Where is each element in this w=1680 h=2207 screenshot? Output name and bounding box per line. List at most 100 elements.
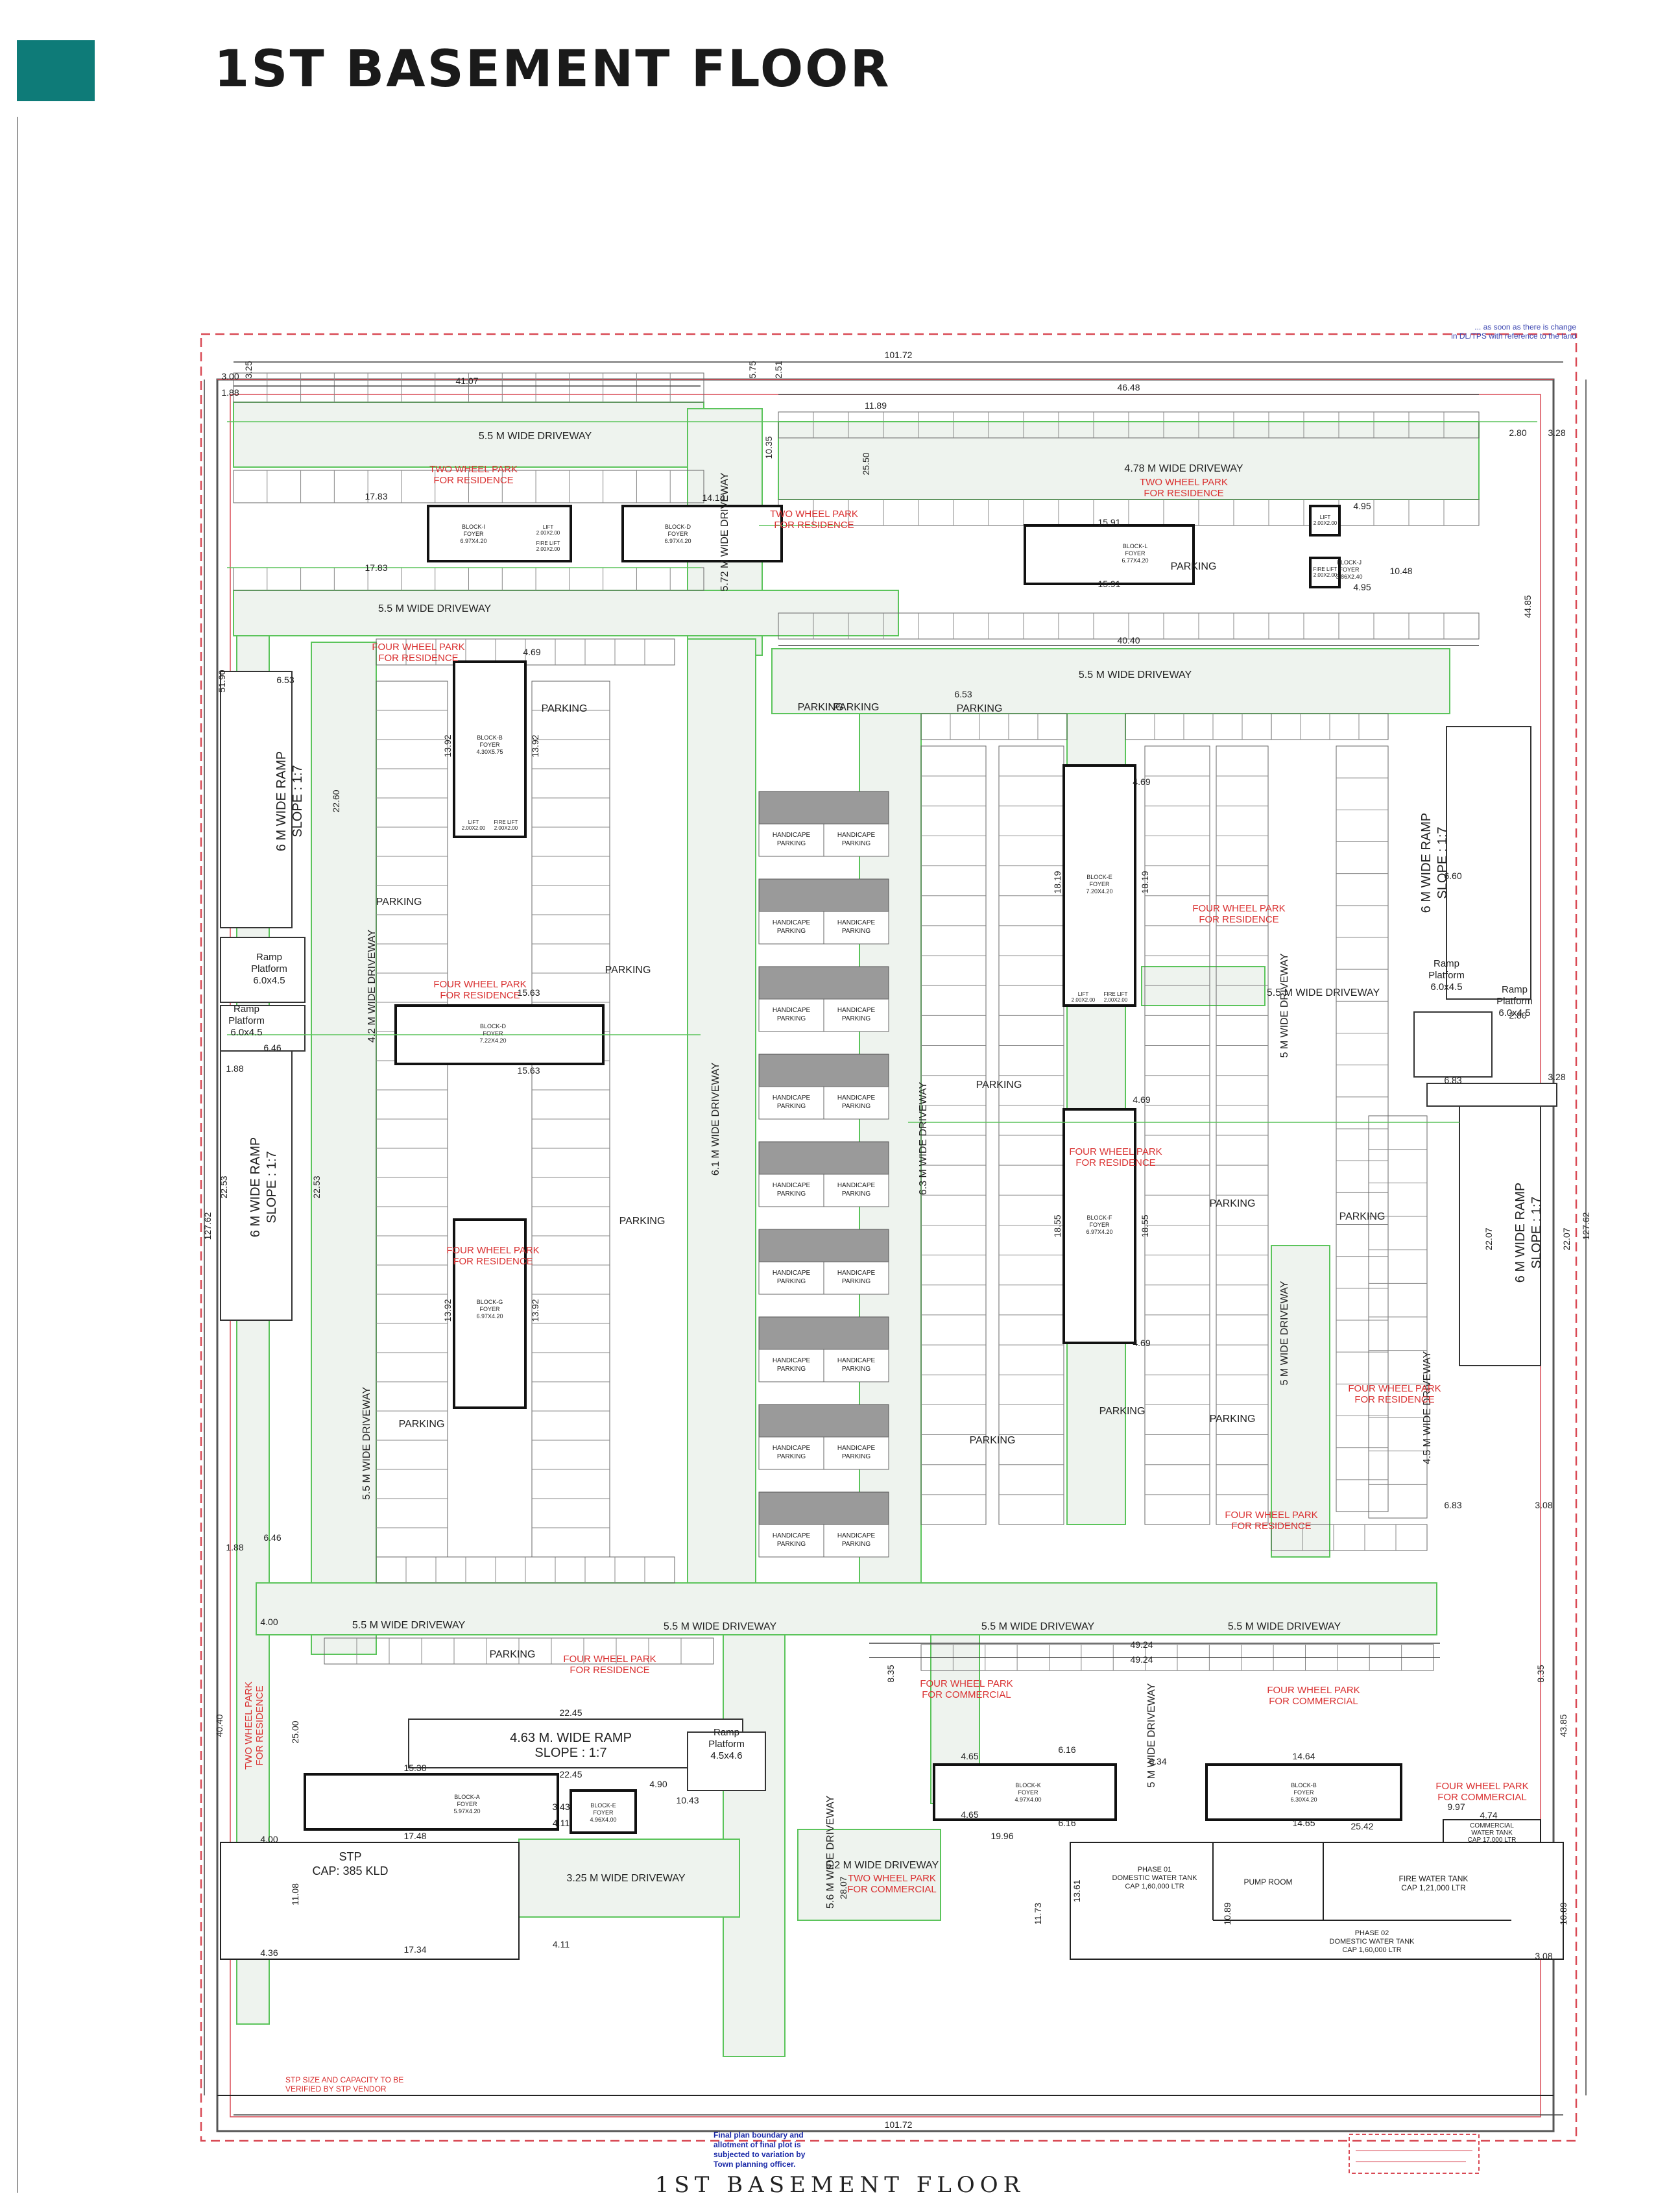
driveway-label: 5.5 M WIDE DRIVEWAY xyxy=(664,1621,777,1632)
stall-row xyxy=(1271,1524,1428,1551)
parking-label: PARKING xyxy=(957,703,1003,714)
zone-label: FOR RESIDENCE xyxy=(570,1665,649,1676)
handicape-label: PARKING xyxy=(777,1190,806,1198)
driveway-label: 4.78 M WIDE DRIVEWAY xyxy=(1124,463,1243,474)
driveway-label: 5 M WIDE DRIVEWAY xyxy=(1279,1281,1290,1385)
zone-labels-red: TWO WHEEL PARK FOR RESIDENCE TWO WHEEL P… xyxy=(243,464,1529,1895)
dimension-label: 4.90 xyxy=(649,1779,667,1789)
handicape-label: PARKING xyxy=(842,1366,870,1373)
page-margin-line xyxy=(17,117,18,2193)
driveway-labels: 5.5 M WIDE DRIVEWAY 5.5 M WIDE DRIVEWAY … xyxy=(352,431,1433,1909)
handicape-label: PARKING xyxy=(842,1541,870,1548)
dimension-label: 2.80 xyxy=(1509,428,1526,438)
handicape-stall xyxy=(758,1086,824,1120)
parking-label: PARKING xyxy=(376,897,422,908)
zone-label: FOR RESIDENCE xyxy=(1231,1521,1311,1532)
domestic-tank-label: DOMESTIC WATER TANK xyxy=(1330,1938,1415,1946)
dimension-label: 13.92 xyxy=(442,1299,453,1321)
dimension-label: 127.62 xyxy=(202,1212,213,1240)
block-label: 4.96X4.00 xyxy=(590,1816,616,1823)
handicape-label: HANDICAPE xyxy=(773,1270,811,1277)
block-label: FOYER xyxy=(593,1809,614,1816)
driveway-label: 6.1 M WIDE DRIVEWAY xyxy=(710,1063,721,1176)
dimension-label: 3.28 xyxy=(1548,1072,1565,1082)
handicape-label: HANDICAPE xyxy=(837,1357,876,1364)
handicape-label: PARKING xyxy=(842,928,870,935)
block-label: FOYER xyxy=(1018,1789,1038,1796)
handicape-label: HANDICAPE xyxy=(773,1532,811,1539)
ramp-label: SLOPE : 1:7 xyxy=(1435,826,1450,898)
block-label: 6.97X4.20 xyxy=(460,538,486,544)
dimension-label: 3.08 xyxy=(1535,1951,1552,1961)
handicape-label: HANDICAPE xyxy=(837,1445,876,1452)
platform-label: Platform xyxy=(228,1015,265,1026)
dimension-label: 4.11 xyxy=(553,1939,570,1949)
handicape-label: HANDICAPE xyxy=(837,1532,876,1539)
dimension-label: 10.35 xyxy=(763,436,774,459)
dimension-label: 10.89 xyxy=(1558,1902,1568,1925)
handicape-label: PARKING xyxy=(777,840,806,847)
dimension-label: 9.97 xyxy=(1447,1802,1465,1812)
dimension-label: 13.61 xyxy=(1072,1879,1082,1902)
dimension-label: 6.46 xyxy=(263,1043,281,1053)
lift-label: 2.00X2.00 xyxy=(1314,520,1338,526)
dimension-label: 13.92 xyxy=(530,734,540,757)
page-title: 1ST BASEMENT FLOOR xyxy=(214,40,891,99)
block-label: 6.97X4.20 xyxy=(476,1313,503,1320)
block-label: 7.22X4.20 xyxy=(479,1037,506,1044)
dimension-label: 40.40 xyxy=(214,1714,224,1737)
dimension-label: 14.14 xyxy=(702,492,725,503)
zone-label: FOUR WHEEL PARK xyxy=(920,1678,1013,1689)
dimension-label: 15.91 xyxy=(1098,517,1120,527)
handicape-parking-column: HANDICAPE PARKING HANDICAPE PARKING HANDICAP… xyxy=(758,791,889,1558)
note-top-right: in DL/TPS with reference to the land xyxy=(1451,332,1576,341)
dimension-label: 44.85 xyxy=(1522,595,1533,618)
dimension-label: 17.48 xyxy=(403,1831,426,1841)
platform-label: 4.5x4.6 xyxy=(710,1750,742,1761)
dimension-label: 15.91 xyxy=(1098,579,1120,589)
dimension-label: 3.08 xyxy=(1535,1500,1552,1510)
ramp-label: 6 M WIDE RAMP xyxy=(274,751,289,851)
lift-label: 2.00X2.00 xyxy=(1314,572,1338,578)
floor-plan-drawing: HANDICAPE PARKING HANDICAPE PARKING HANDICAP… xyxy=(200,322,1591,2174)
handicape-label: HANDICAPE xyxy=(837,1094,876,1102)
block-label: FOYER xyxy=(1339,566,1360,573)
driveway-label: 4.5 M WIDE DRIVEWAY xyxy=(1422,1351,1433,1465)
platform-label: Ramp xyxy=(1502,984,1528,995)
block-label: BLOCK-G xyxy=(477,1299,503,1305)
dimension-label: 17.34 xyxy=(403,1944,426,1955)
dimension-label: 8.35 xyxy=(1535,1665,1546,1682)
handicape-stall xyxy=(758,823,824,857)
zone-label: FOUR WHEEL PARK xyxy=(1267,1685,1360,1696)
handicape-stall xyxy=(823,1174,889,1207)
handicape-label: HANDICAPE xyxy=(837,919,876,926)
dimension-label: 2.80 xyxy=(1509,1010,1526,1020)
block-label: FOYER xyxy=(483,1030,503,1037)
zone-label: FOR RESIDENCE xyxy=(1144,488,1223,499)
dimension-label: 18.19 xyxy=(1140,871,1150,893)
driveway-label: 5.5 M WIDE DRIVEWAY xyxy=(1267,987,1380,998)
driveway-label: 5.5 M WIDE DRIVEWAY xyxy=(378,603,492,614)
lift-labels: LIFT 2.00X2.00 FIRE LIFT 2.00X2.00 LIFT … xyxy=(462,514,1338,1003)
handicape-stall xyxy=(823,1086,889,1120)
handicape-stall xyxy=(758,1436,824,1470)
commercial-tank-label: CAP 17,000 LTR xyxy=(1468,1837,1517,1844)
handicape-stall xyxy=(758,998,824,1032)
zone-label: TWO WHEEL PARK xyxy=(1140,477,1228,488)
parking-label: PARKING xyxy=(542,703,588,714)
driveway-label: 5.2 M WIDE DRIVEWAY xyxy=(826,1860,939,1871)
zone-label: FOR COMMERCIAL xyxy=(1269,1696,1358,1707)
handicape-label: PARKING xyxy=(777,1366,806,1373)
platform-label: 6.0x4.5 xyxy=(253,975,285,986)
block-label: FOYER xyxy=(1089,1222,1110,1228)
parking-stall-rows xyxy=(233,372,1480,1671)
platform-label: 6.0x4.5 xyxy=(230,1027,262,1038)
dimension-label: 4.65 xyxy=(961,1751,978,1761)
handicape-stall xyxy=(758,911,824,945)
block-label: FOYER xyxy=(667,531,688,537)
handicape-stall xyxy=(823,1524,889,1558)
parking-label: PARKING xyxy=(976,1079,1022,1091)
dimension-label: 101.72 xyxy=(885,2119,913,2130)
block-label: BLOCK-K xyxy=(1015,1782,1041,1789)
zone-label: FOR RESIDENCE xyxy=(378,653,458,664)
